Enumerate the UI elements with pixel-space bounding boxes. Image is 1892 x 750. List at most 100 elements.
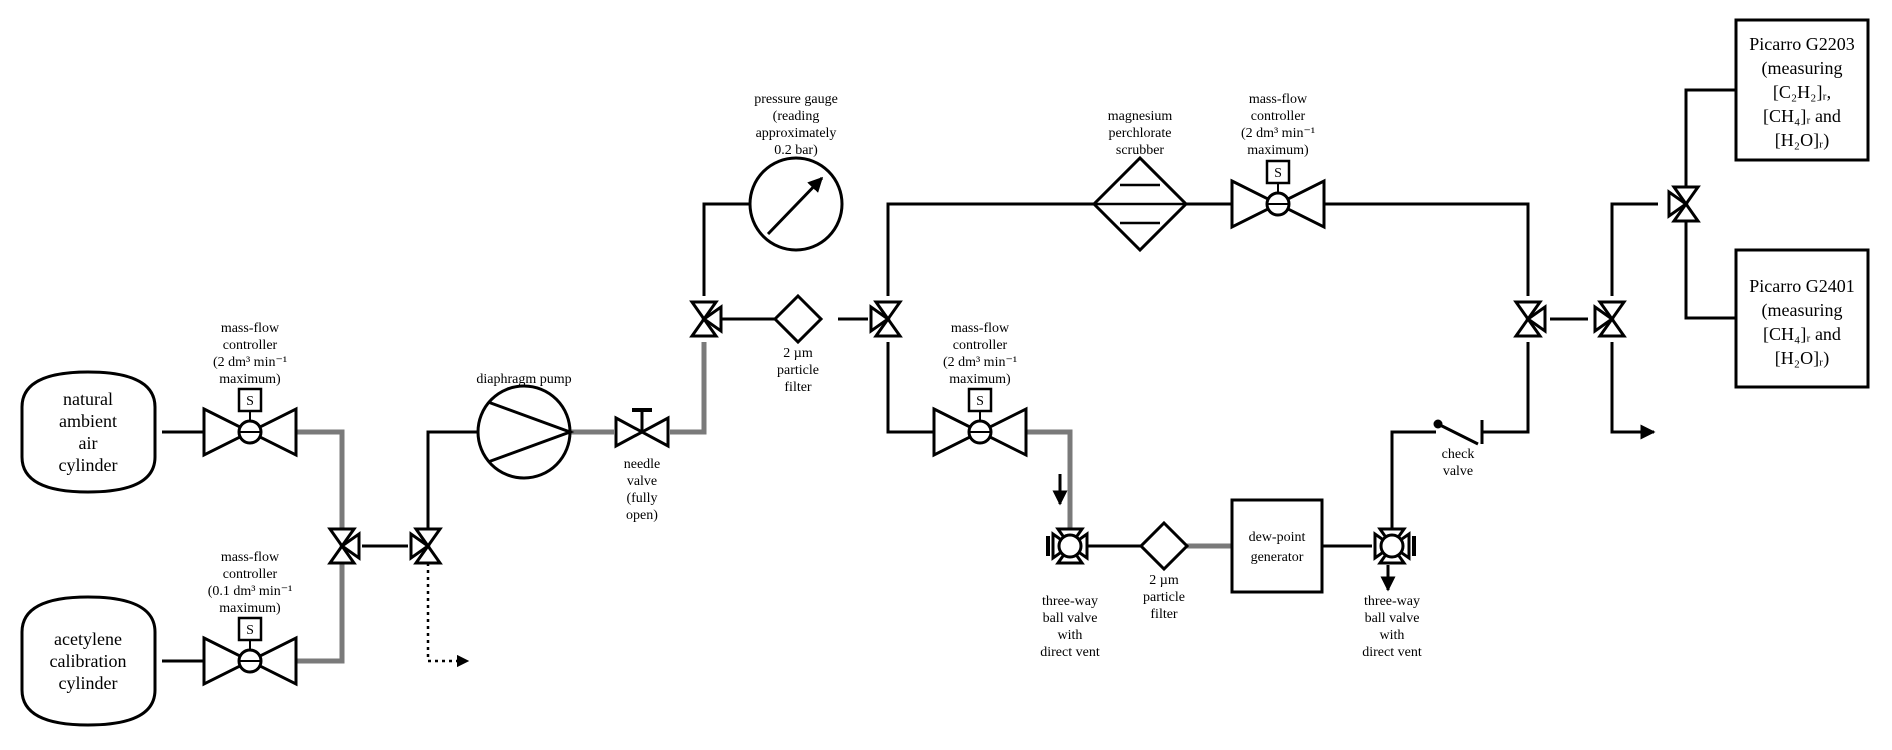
acetylene-cylinder-line-2: calibration — [50, 651, 127, 671]
ball-valve-right-label: three-way ball valve with direct vent — [1362, 594, 1422, 660]
dew-point-generator-label-1: dew-point — [1249, 530, 1306, 545]
needle-valve-label-1: needle — [624, 457, 661, 472]
picarro-g2203-line-1: Picarro G2203 — [1749, 34, 1854, 54]
picarro-g2401-line-4: [H₂O]ᵣ) — [1775, 348, 1829, 369]
needle-valve — [614, 408, 670, 449]
air-cylinder-line-2: ambient — [59, 411, 117, 431]
particle-filter-1: 2 µm particle filter — [772, 293, 824, 395]
acetylene-cylinder-line-1: acetylene — [54, 629, 122, 649]
scrubber-label-3: scrubber — [1116, 143, 1165, 158]
particle-filter-1-label-3: filter — [784, 380, 812, 395]
particle-filter-2-label-3: filter — [1150, 607, 1178, 622]
mfc-acetylene-label-2: controller — [223, 567, 278, 582]
mfc-scrubber-label-4: maximum) — [1247, 143, 1309, 158]
ball-valve-left-label-3: with — [1058, 628, 1083, 643]
picarro-g2203-line-5: [H₂O]ᵣ) — [1775, 130, 1829, 151]
dew-point-generator: dew-point generator — [1230, 498, 1324, 594]
pressure-gauge-label-1: pressure gauge — [754, 92, 838, 107]
scrubber-label-1: magnesium — [1108, 109, 1173, 124]
ball-valve-left — [1046, 527, 1089, 565]
picarro-g2401-line-2: (measuring — [1762, 300, 1843, 321]
mfc-humid-label-2: controller — [953, 338, 1008, 353]
particle-filter-1-label-2: particle — [777, 363, 819, 378]
mfc-air-label-3: (2 dm³ min⁻¹ — [213, 355, 287, 370]
solenoid-letter: S — [246, 394, 254, 409]
mfc-air: S — [202, 387, 298, 458]
mfc-acetylene: S — [202, 616, 298, 687]
pressure-gauge-label: pressure gauge (reading approximately 0.… — [754, 92, 838, 158]
needle-valve-label: needle valve (fully open) — [624, 457, 661, 523]
tee-valve-gauge — [689, 300, 723, 338]
scrubber-label-2: perchlorate — [1109, 126, 1172, 141]
ball-valve-right-label-4: direct vent — [1362, 645, 1422, 660]
mfc-acetylene-label-3: (0.1 dm³ min⁻¹ — [208, 584, 293, 599]
mfc-scrubber-label-2: controller — [1251, 109, 1306, 124]
ball-valve-left-label-1: three-way — [1042, 594, 1098, 609]
ball-valve-left-label-2: ball valve — [1043, 611, 1098, 626]
mfc-scrubber-label: mass-flow controller (2 dm³ min⁻¹ maximu… — [1241, 92, 1315, 158]
mfc-acetylene-label-4: maximum) — [219, 601, 281, 616]
mfc-humid-label-3: (2 dm³ min⁻¹ — [943, 355, 1017, 370]
mfc-humid-label: mass-flow controller (2 dm³ min⁻¹ maximu… — [943, 321, 1017, 387]
air-cylinder: natural ambient air cylinder — [20, 370, 157, 494]
particle-filter-1-label-1: 2 µm — [783, 346, 813, 361]
tee-valve-mixing — [327, 527, 361, 565]
mfc-air-label-1: mass-flow — [221, 321, 280, 336]
ball-valve-right-label-2: ball valve — [1365, 611, 1420, 626]
ball-valve-left-label-4: direct vent — [1040, 645, 1100, 660]
solenoid-letter: S — [976, 394, 984, 409]
particle-filter-2-label-1: 2 µm — [1149, 573, 1179, 588]
air-cylinder-line-1: natural — [63, 389, 113, 409]
acetylene-cylinder: acetylene calibration cylinder — [20, 595, 157, 727]
pressure-gauge-label-4: 0.2 bar) — [774, 143, 818, 158]
mfc-humid-label-1: mass-flow — [951, 321, 1010, 336]
acetylene-cylinder-line-3: cylinder — [59, 673, 118, 693]
picarro-g2203-line-2: (measuring — [1762, 58, 1843, 79]
solenoid-letter: S — [1274, 166, 1282, 181]
diaphragm-pump: diaphragm pump — [476, 372, 575, 480]
ball-valve-right — [1373, 527, 1416, 565]
mfc-air-label-4: maximum) — [219, 372, 281, 387]
pressure-gauge-label-3: approximately — [756, 126, 837, 141]
solenoid-letter: S — [246, 623, 254, 638]
mfc-humid-branch: S — [932, 387, 1028, 458]
mfc-humid-label-4: maximum) — [949, 372, 1011, 387]
tee-valve-picarro-split — [1667, 185, 1701, 223]
mfc-acetylene-label-1: mass-flow — [221, 550, 280, 565]
diaphragm-pump-label: diaphragm pump — [476, 372, 571, 387]
air-cylinder-line-4: cylinder — [59, 455, 118, 475]
mfc-air-label-2: controller — [223, 338, 278, 353]
pressure-gauge — [748, 156, 844, 252]
ball-valve-right-label-3: with — [1380, 628, 1405, 643]
magnesium-perchlorate-scrubber: magnesium perchlorate scrubber — [1091, 109, 1189, 253]
dew-point-generator-label-2: generator — [1251, 550, 1304, 565]
picarro-g2401-line-1: Picarro G2401 — [1749, 276, 1854, 296]
picarro-g2203-line-3: [C₂H₂]ᵣ, — [1773, 82, 1831, 102]
dotted-vent-line — [426, 563, 470, 668]
mfc-scrubber-label-1: mass-flow — [1249, 92, 1308, 107]
picarro-g2203-analyzer: Picarro G2203 (measuring [C₂H₂]ᵣ, [CH₄]ᵣ… — [1734, 18, 1870, 162]
picarro-g2401-analyzer: Picarro G2401 (measuring [CH₄]ᵣ and [H₂O… — [1734, 248, 1870, 389]
particle-filter-2-label-2: particle — [1143, 590, 1185, 605]
ball-valve-left-label: three-way ball valve with direct vent — [1040, 594, 1100, 660]
check-valve-label-1: check — [1442, 447, 1475, 462]
grey-piping — [296, 342, 1232, 664]
tee-valve-pump-inlet — [409, 527, 443, 565]
tee-valve-merge — [1513, 300, 1547, 338]
needle-valve-label-2: valve — [627, 474, 657, 489]
air-cylinder-line-3: air — [79, 433, 98, 453]
mfc-air-label: mass-flow controller (2 dm³ min⁻¹ maximu… — [213, 321, 287, 387]
needle-valve-label-4: open) — [626, 508, 658, 523]
pressure-gauge-label-2: (reading — [773, 109, 820, 124]
picarro-g2401-line-3: [CH₄]ᵣ and — [1763, 324, 1841, 344]
tee-valve-split — [869, 300, 903, 338]
needle-valve-label-3: (fully — [626, 491, 657, 506]
check-valve: check valve — [1433, 419, 1484, 479]
picarro-g2203-line-4: [CH₄]ᵣ and — [1763, 106, 1841, 126]
black-piping — [162, 88, 1736, 663]
mfc-scrubber-branch: S — [1230, 159, 1326, 230]
tee-valve-analyzers — [1593, 300, 1627, 338]
ball-valve-right-label-1: three-way — [1364, 594, 1420, 609]
mfc-acetylene-label: mass-flow controller (0.1 dm³ min⁻¹ maxi… — [208, 550, 293, 616]
